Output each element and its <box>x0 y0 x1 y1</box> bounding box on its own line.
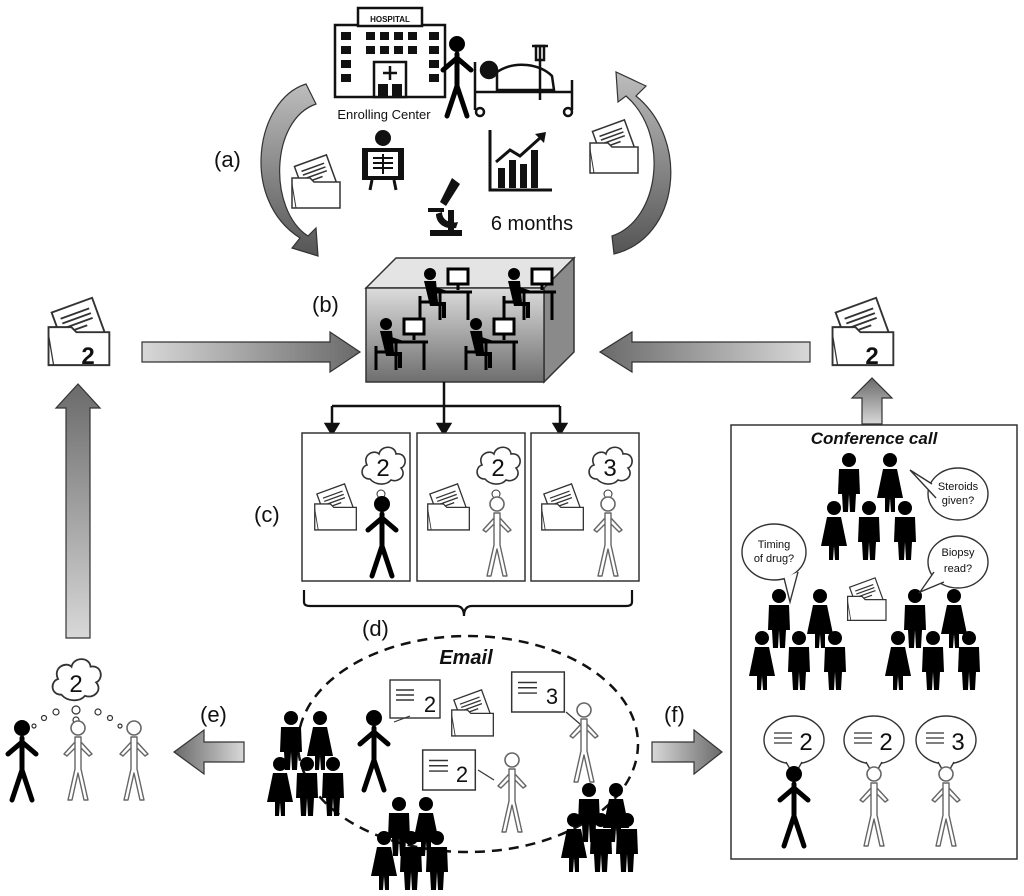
arrow-right-f <box>651 728 723 776</box>
arrow-right-to-box <box>598 330 811 374</box>
xray-icon <box>362 130 404 191</box>
question-2-line-1: Timing <box>758 539 791 551</box>
person-icon <box>497 752 527 833</box>
folder-grade-left: 2 <box>81 343 94 370</box>
reviewer-panel-3 <box>530 432 640 582</box>
email-title: Email <box>439 647 493 669</box>
person-icon <box>8 720 36 800</box>
person-icon <box>360 710 388 790</box>
label-e: (e) <box>200 702 227 727</box>
label-d: (d) <box>362 616 389 641</box>
conference-title: Conference call <box>811 429 939 448</box>
email-note-2: 3 <box>546 684 558 709</box>
speech-bubble-icon <box>915 715 977 778</box>
folder-icon <box>589 118 639 174</box>
reviewer-grade-2: 2 <box>491 455 504 482</box>
consensus-grade: 2 <box>69 671 82 698</box>
reviewer-grade-3: 3 <box>603 455 616 482</box>
arrow-left-to-box <box>141 330 362 374</box>
conference-grade-1: 2 <box>799 729 812 756</box>
chart-up-icon <box>488 130 552 192</box>
label-b: (b) <box>312 292 339 317</box>
folder-icon <box>831 296 895 367</box>
question-2-line-2: of drug? <box>754 553 794 565</box>
speech-bubble-icon <box>918 535 989 594</box>
label-c: (c) <box>254 502 280 527</box>
question-1-line-1: Steroids <box>938 481 979 493</box>
conference-grade-3: 3 <box>951 729 964 756</box>
enrolling-center-caption: Enrolling Center <box>337 107 431 122</box>
folder-icon <box>450 689 495 737</box>
speech-bubble-icon <box>763 715 825 778</box>
folder-icon <box>47 296 111 367</box>
arrow-up-right <box>850 377 894 425</box>
reviewer-panel-1 <box>301 432 411 582</box>
person-icon <box>569 702 599 783</box>
question-1-line-2: given? <box>942 495 974 507</box>
email-note-1: 2 <box>424 692 436 717</box>
folder-icon <box>291 153 341 209</box>
person-icon <box>63 720 93 801</box>
label-f: (f) <box>664 702 685 727</box>
doctor-figure <box>443 36 471 116</box>
group-right <box>561 783 638 872</box>
six-months-label: 6 months <box>491 213 573 235</box>
reviewer-grade-1: 2 <box>376 455 389 482</box>
speech-bubble-icon <box>741 523 807 605</box>
label-a: (a) <box>214 147 241 172</box>
conference-grade-2: 2 <box>879 729 892 756</box>
arrow-left-e <box>172 728 245 776</box>
arrow-up-left <box>54 383 102 639</box>
question-3-line-2: read? <box>944 563 972 575</box>
distribution-lines <box>323 382 569 437</box>
person-icon <box>119 720 149 801</box>
hospital-icon <box>333 6 447 99</box>
email-ellipse <box>296 634 640 854</box>
email-note-3: 2 <box>456 762 468 787</box>
group-bottom <box>371 797 448 890</box>
speech-bubble-icon <box>909 467 989 521</box>
patient-bed-icon <box>473 44 574 118</box>
question-3-line-1: Biopsy <box>941 547 975 559</box>
folder-grade-right: 2 <box>865 343 878 370</box>
group-left <box>267 711 344 816</box>
brace <box>302 590 634 617</box>
hospital-sign: HOSPITAL <box>370 15 410 24</box>
curved-arrow-left <box>260 83 319 257</box>
reviewer-panel-2 <box>416 432 526 582</box>
curved-arrow-right <box>611 71 672 255</box>
microscope-icon <box>428 178 462 236</box>
